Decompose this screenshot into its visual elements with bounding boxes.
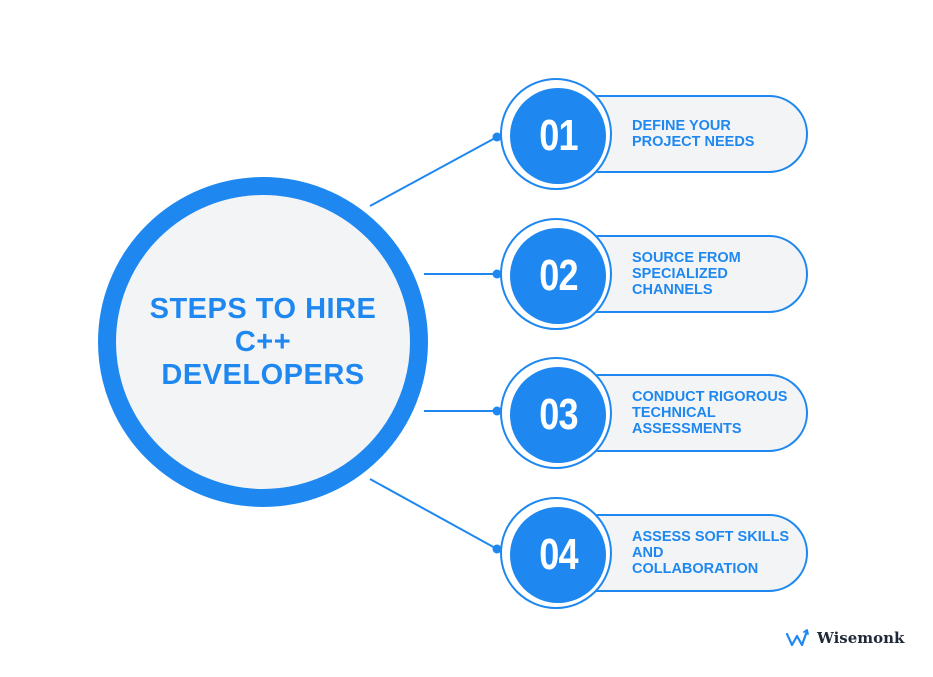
step-number-circle: 02 bbox=[510, 228, 606, 324]
step-label: CONDUCT RIGOROUS TECHNICAL ASSESSMENTS bbox=[632, 389, 788, 437]
step-label: DEFINE YOUR PROJECT NEEDS bbox=[632, 118, 755, 150]
connector-line-01 bbox=[369, 136, 498, 207]
step-number-circle: 04 bbox=[510, 507, 606, 603]
step-number-badge: 04 bbox=[500, 497, 612, 609]
step-number: 01 bbox=[538, 111, 578, 160]
wisemonk-logo-icon bbox=[785, 629, 809, 647]
connector-line-04 bbox=[369, 478, 498, 550]
step-number-badge: 02 bbox=[500, 218, 612, 330]
step-03: CONDUCT RIGOROUS TECHNICAL ASSESSMENTS 0… bbox=[500, 357, 810, 469]
brand-name: Wisemonk bbox=[817, 629, 905, 647]
main-title: STEPS TO HIRE C++ DEVELOPERS bbox=[149, 292, 377, 391]
step-04: ASSESS SOFT SKILLS AND COLLABORATION 04 bbox=[500, 497, 810, 609]
step-number-circle: 03 bbox=[510, 367, 606, 463]
step-label: ASSESS SOFT SKILLS AND COLLABORATION bbox=[632, 529, 790, 577]
step-01: DEFINE YOUR PROJECT NEEDS 01 bbox=[500, 78, 810, 190]
connector-dot-02 bbox=[492, 269, 502, 279]
step-number-badge: 03 bbox=[500, 357, 612, 469]
step-02: SOURCE FROM SPECIALIZED CHANNELS 02 bbox=[500, 218, 810, 330]
step-number: 04 bbox=[538, 530, 578, 579]
brand-logo: Wisemonk bbox=[785, 628, 904, 648]
connector-dot-01 bbox=[492, 132, 502, 142]
step-number-badge: 01 bbox=[500, 78, 612, 190]
step-number-circle: 01 bbox=[510, 88, 606, 184]
step-number: 02 bbox=[538, 251, 578, 300]
central-circle: STEPS TO HIRE C++ DEVELOPERS bbox=[98, 177, 428, 507]
connector-dot-04 bbox=[492, 544, 502, 554]
connector-dot-03 bbox=[492, 406, 502, 416]
step-number: 03 bbox=[538, 390, 578, 439]
step-label: SOURCE FROM SPECIALIZED CHANNELS bbox=[632, 250, 741, 298]
